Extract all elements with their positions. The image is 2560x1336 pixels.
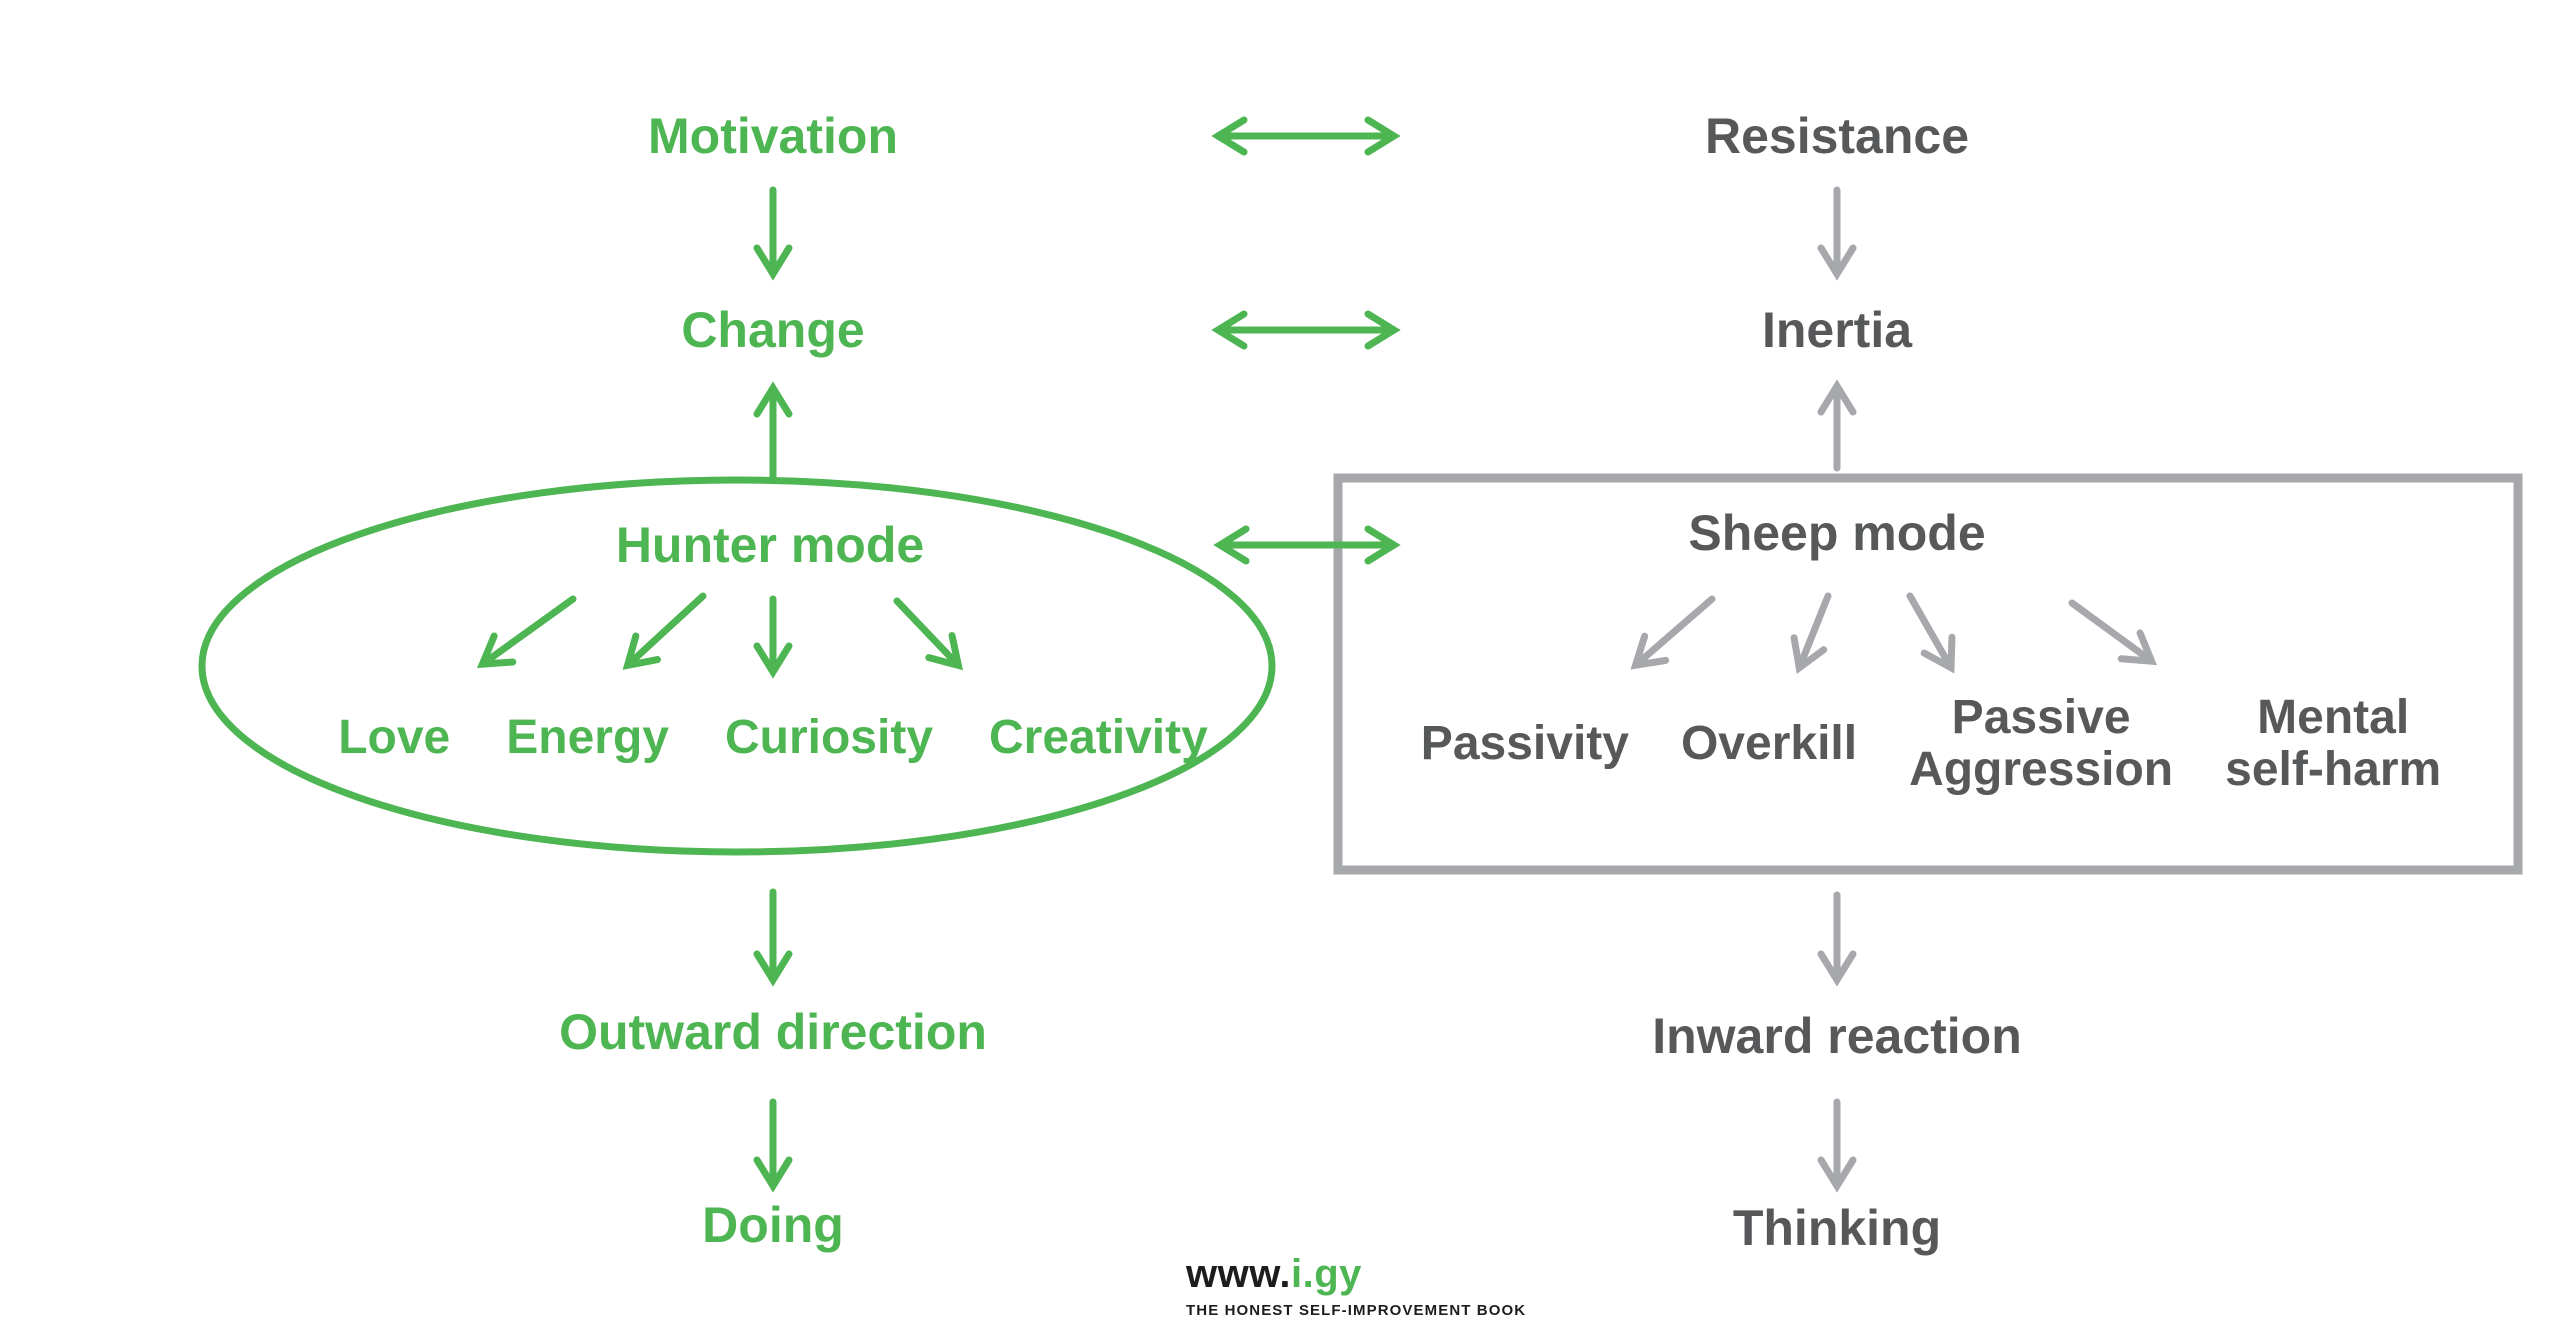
hunter-trait-energy: Energy xyxy=(506,711,669,765)
inertia-label: Inertia xyxy=(1761,301,1913,358)
arrow-hunter-to-love xyxy=(476,595,577,669)
url-www: www. xyxy=(1186,1252,1291,1296)
arrow-sheep-to-overkill xyxy=(1790,592,1832,675)
book-tagline: THE HONEST SELF-IMPROVEMENT BOOK xyxy=(1186,1302,1527,1319)
sheep-mode-box xyxy=(1333,473,2523,875)
sheep-trait-mental-self-harm: Mental self-harm xyxy=(2225,692,2441,796)
sheep-trait-passivity: Passivity xyxy=(1421,718,1629,770)
arrow-sheep-to-passivity xyxy=(1630,595,1716,670)
trait-line: self-harm xyxy=(2225,743,2442,796)
trait-line: Aggression xyxy=(1909,743,2174,796)
sheep-trait-overkill: Overkill xyxy=(1681,718,1857,770)
arrow-hunter-to-energy xyxy=(622,592,707,670)
change-label: Change xyxy=(681,301,865,358)
motivation-label: Motivation xyxy=(648,107,898,164)
doing-label: Doing xyxy=(702,1196,844,1253)
inward-reaction-label: Inward reaction xyxy=(1652,1007,2022,1064)
hunter-traits-row: Love Energy Curiosity Creativity xyxy=(338,712,1208,764)
sheep-traits-row: Passivity Overkill Passive Aggression Me… xyxy=(1421,692,2441,796)
trait-line: Passive xyxy=(1951,691,2131,745)
thinking-label: Thinking xyxy=(1732,1199,1942,1256)
hunter-trait-love: Love xyxy=(338,711,451,765)
trait-line: Overkill xyxy=(1680,717,1858,771)
arrow-hunter-to-creativity xyxy=(893,597,963,671)
sheep-trait-passive-aggression: Passive Aggression xyxy=(1909,692,2173,796)
outward-direction-label: Outward direction xyxy=(559,1003,987,1060)
resistance-label: Resistance xyxy=(1704,107,1970,164)
sheep-mode-title: Sheep mode xyxy=(1688,504,1986,561)
trait-line: Passivity xyxy=(1420,717,1629,771)
footer-branding: www.i.gy THE HONEST SELF-IMPROVEMENT BOO… xyxy=(1186,1252,1526,1319)
arrow-sheep-to-mental-self-harm xyxy=(2068,599,2158,666)
website-url: www.i.gy xyxy=(1186,1252,1526,1297)
arrow-sheep-to-passive-aggression xyxy=(1906,592,1956,674)
hunter-trait-curiosity: Curiosity xyxy=(724,711,934,765)
hunter-mode-title: Hunter mode xyxy=(615,516,925,573)
hunter-trait-creativity: Creativity xyxy=(989,711,1208,765)
trait-line: Mental xyxy=(2257,691,2410,745)
url-domain: i.gy xyxy=(1290,1252,1362,1296)
hunter-mode-ellipse xyxy=(198,476,1276,856)
